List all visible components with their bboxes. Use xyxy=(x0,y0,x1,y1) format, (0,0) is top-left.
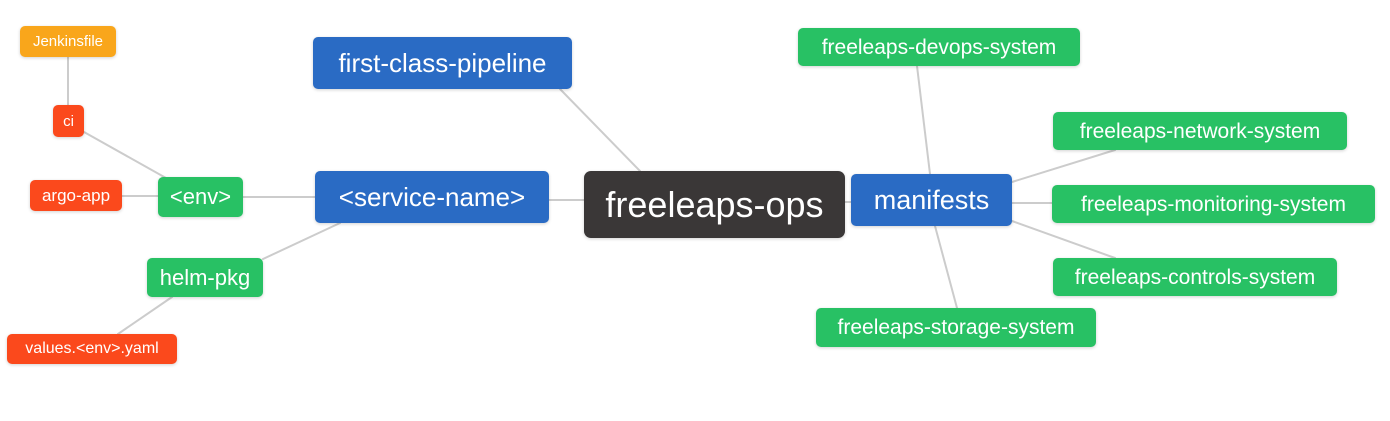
mindmap-node-service-name[interactable]: <service-name> xyxy=(315,171,549,223)
mindmap-node-manifests[interactable]: manifests xyxy=(851,174,1012,226)
mindmap-node-values-env-yaml[interactable]: values.<env>.yaml xyxy=(7,334,177,364)
edge-helm-pkg-service-name xyxy=(262,222,341,260)
edge-values-env-yaml-helm-pkg xyxy=(117,296,173,335)
mindmap-node-freeleaps-storage-system[interactable]: freeleaps-storage-system xyxy=(816,308,1096,347)
edge-ci-env xyxy=(83,131,167,179)
mindmap-node-freeleaps-ops[interactable]: freeleaps-ops xyxy=(584,171,845,238)
mindmap-node-freeleaps-monitoring-system[interactable]: freeleaps-monitoring-system xyxy=(1052,185,1375,223)
mindmap-node-freeleaps-network-system[interactable]: freeleaps-network-system xyxy=(1053,112,1347,150)
mindmap-node-helm-pkg[interactable]: helm-pkg xyxy=(147,258,263,297)
mindmap-node-env[interactable]: <env> xyxy=(158,177,243,217)
edge-manifests-freeleaps-controls-system xyxy=(1011,220,1116,259)
edge-manifests-freeleaps-storage-system xyxy=(934,225,958,309)
edge-manifests-freeleaps-devops-system xyxy=(916,65,931,175)
mindmap-node-freeleaps-controls-system[interactable]: freeleaps-controls-system xyxy=(1053,258,1337,296)
mindmap-node-first-class-pipeline[interactable]: first-class-pipeline xyxy=(313,37,572,89)
mindmap-node-argo-app[interactable]: argo-app xyxy=(30,180,122,211)
mindmap-node-jenkinsfile[interactable]: Jenkinsfile xyxy=(20,26,116,57)
edge-first-class-pipeline-freeleaps-ops xyxy=(559,88,641,172)
mindmap-node-ci[interactable]: ci xyxy=(53,105,84,137)
mindmap-node-freeleaps-devops-system[interactable]: freeleaps-devops-system xyxy=(798,28,1080,66)
edge-manifests-freeleaps-network-system xyxy=(1011,149,1116,183)
